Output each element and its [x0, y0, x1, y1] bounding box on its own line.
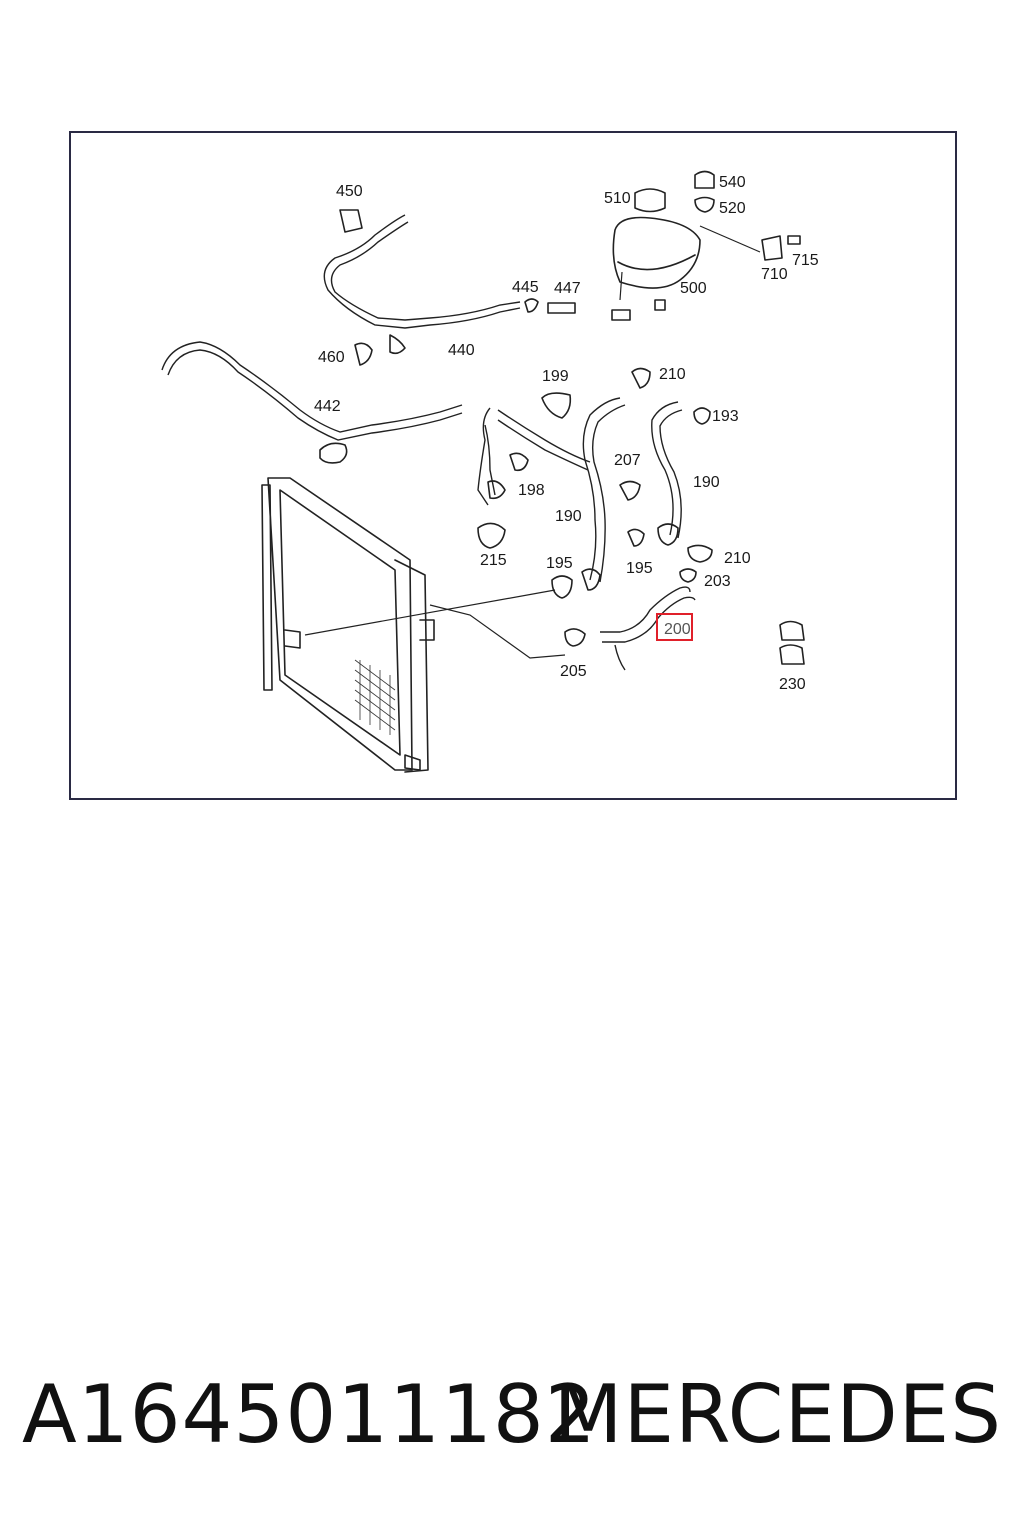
- clamp-205: [564, 628, 586, 647]
- label-520: 520: [719, 200, 746, 217]
- clamp-195-right: [627, 528, 645, 547]
- label-447: 447: [554, 280, 581, 297]
- hose-190-right: [651, 401, 679, 536]
- leader-lines: [304, 225, 761, 659]
- clamp-207: [619, 480, 641, 501]
- label-195-right: 195: [626, 560, 653, 577]
- label-215: 215: [480, 552, 507, 569]
- hose-190-left: [582, 397, 621, 581]
- part-number: A1645011182: [22, 1368, 597, 1461]
- label-460: 460: [318, 349, 345, 366]
- label-198: 198: [518, 482, 545, 499]
- label-440: 440: [448, 342, 475, 359]
- hose-442: [161, 341, 463, 433]
- label-445: 445: [512, 279, 539, 296]
- seal-520: [694, 196, 715, 213]
- label-442: 442: [314, 398, 341, 415]
- footer: A1645011182 MERCEDES: [0, 1368, 1024, 1478]
- label-207: 207: [614, 452, 641, 469]
- sensor-710: [761, 235, 783, 261]
- expansion-tank-500: [611, 216, 701, 321]
- clip-199: [541, 392, 572, 419]
- brand-name: MERCEDES: [553, 1368, 1002, 1461]
- clip-445: [524, 298, 539, 313]
- label-200: 200: [664, 621, 691, 638]
- label-203: 203: [704, 573, 731, 590]
- clamp-210: [631, 367, 651, 389]
- clamp-195-left: [551, 575, 573, 599]
- clip-230: [779, 620, 805, 665]
- hose-198: [477, 407, 591, 506]
- label-540: 540: [719, 174, 746, 191]
- hose-200: [600, 586, 691, 633]
- label-500: 500: [680, 280, 707, 297]
- label-195-left: 195: [546, 555, 573, 572]
- label-190-right: 190: [693, 474, 720, 491]
- clip-215: [477, 522, 506, 549]
- clamp-210-lower: [687, 544, 713, 563]
- cap-540: [694, 170, 715, 189]
- hose-440: [323, 214, 521, 329]
- cap-510: [634, 188, 666, 213]
- fitting-447: [547, 302, 576, 314]
- label-510: 510: [604, 190, 631, 207]
- connector-715: [787, 235, 801, 245]
- label-715: 715: [792, 252, 819, 269]
- label-190-left: 190: [555, 508, 582, 525]
- seal-203: [679, 568, 697, 583]
- label-210-lower: 210: [724, 550, 751, 567]
- label-193: 193: [712, 408, 739, 425]
- seal-193: [693, 407, 711, 425]
- label-450: 450: [336, 183, 363, 200]
- highlight-box-200: [656, 613, 693, 641]
- label-230: 230: [779, 676, 806, 693]
- label-210-upper: 210: [659, 366, 686, 383]
- label-199: 199: [542, 368, 569, 385]
- radiator: [261, 477, 435, 773]
- clip-450: [339, 209, 363, 233]
- label-710: 710: [761, 266, 788, 283]
- clamp-460: [354, 342, 373, 366]
- label-205: 205: [560, 663, 587, 680]
